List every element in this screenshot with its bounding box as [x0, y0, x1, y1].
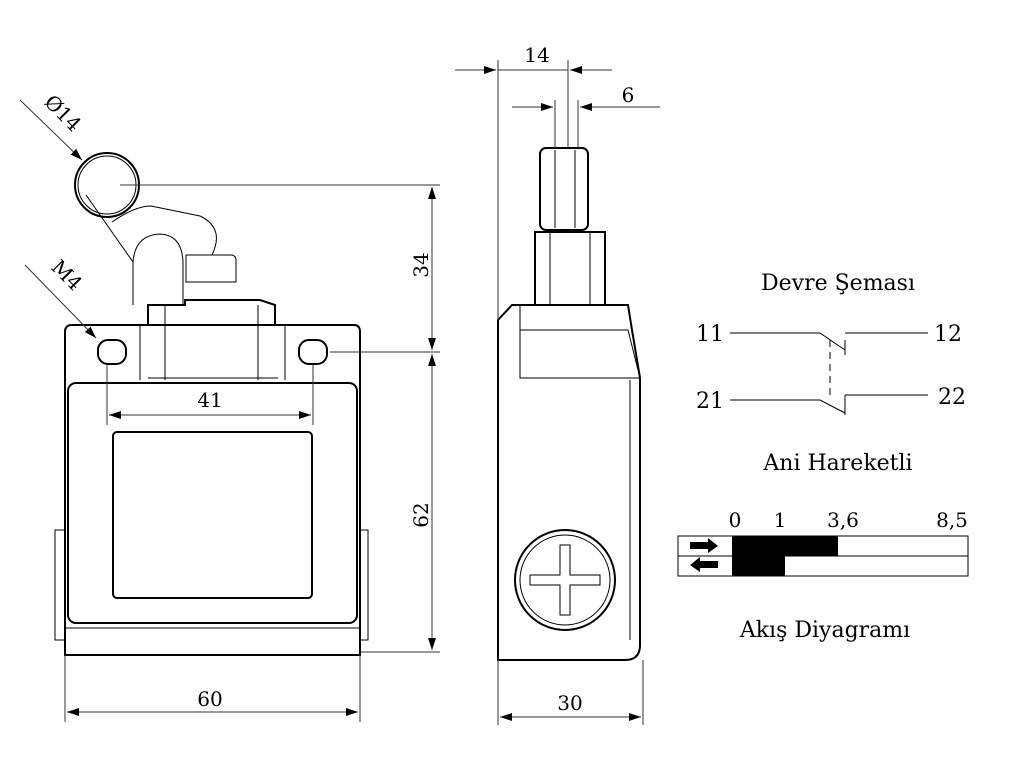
switch-body	[54, 324, 369, 656]
tick-3-6: 3,6	[827, 508, 859, 532]
arrow-left-icon	[690, 557, 718, 572]
front-dimensions: 60 41 34 62 Ø14 M4	[19, 90, 440, 722]
dim-width: 60	[197, 687, 222, 711]
tick-0: 0	[729, 508, 742, 532]
screw-cross-icon	[529, 544, 601, 616]
circuit-title: Devre Şeması	[761, 271, 915, 296]
side-view: 14 6 30	[455, 43, 660, 725]
arrow-right-icon	[690, 538, 718, 553]
terminal-12: 12	[934, 322, 962, 347]
tick-8-5: 8,5	[936, 508, 968, 532]
dim-depth: 30	[557, 691, 582, 715]
mounting-hole-right	[298, 339, 328, 365]
side-dimensions: 14 6 30	[455, 43, 660, 725]
flow-diagram: 0 1 3,6 8,5 Akış Diyagramı	[677, 508, 969, 643]
cable-gland	[514, 529, 616, 631]
flow-diagram-title: Akış Diyagramı	[739, 618, 910, 643]
dim-lever-height: 34	[409, 252, 433, 277]
nc-contact-bar	[732, 536, 838, 556]
front-view: 60 41 34 62 Ø14 M4	[19, 90, 440, 722]
terminal-21: 21	[696, 389, 724, 414]
tick-1: 1	[774, 508, 787, 532]
dim-roller-width: 6	[622, 83, 635, 107]
roller-lever	[74, 152, 237, 305]
dim-body-height: 62	[409, 502, 433, 527]
dim-roller-diameter: Ø14	[40, 90, 87, 137]
terminal-11: 11	[696, 322, 724, 347]
dim-thread: M4	[47, 255, 87, 295]
plunger-base	[147, 299, 276, 380]
mounting-hole-left	[97, 339, 127, 365]
dim-roller-offset: 14	[524, 43, 549, 67]
no-contact-bar	[732, 556, 785, 576]
circuit-subtitle: Ani Hareketli	[762, 451, 912, 476]
circuit-diagram: Devre Şeması 11 12 21 22 Ani Hareketli	[696, 271, 966, 476]
terminal-22: 22	[938, 385, 966, 410]
dim-hole-spacing: 41	[197, 388, 222, 412]
roller	[539, 147, 589, 231]
